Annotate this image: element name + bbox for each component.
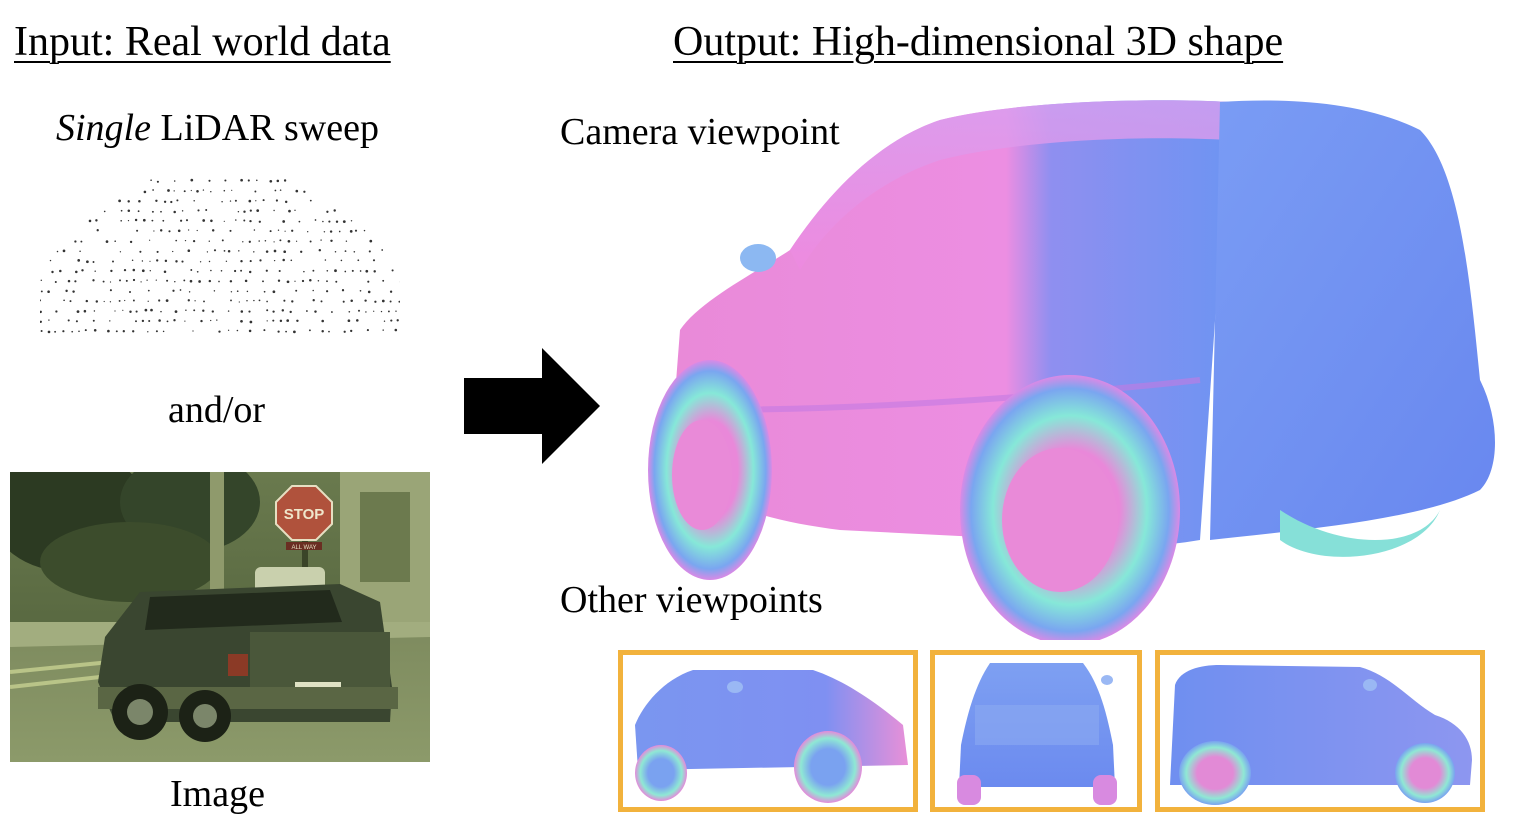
camera-view-render [640,80,1520,640]
right-arrow-icon [464,348,602,464]
lidar-caption: Single LiDAR sweep [56,106,379,150]
lidar-caption-rest: LiDAR sweep [150,107,379,149]
input-heading: Input: Real world data [14,19,391,65]
and-or-label: and/or [168,389,266,431]
input-photo: STOP ALL WAY [10,472,430,762]
viewpoint-panel-rear [930,650,1142,812]
other-viewpoints-label: Other viewpoints [560,579,823,621]
camera-viewpoint-label: Camera viewpoint [560,111,840,153]
output-heading: Output: High-dimensional 3D shape [673,19,1284,65]
viewpoint-panel-side-right [1155,650,1485,812]
stop-subsign-text: ALL WAY [291,545,316,551]
lidar-caption-italic: Single [56,107,151,149]
image-caption: Image [170,773,265,815]
lidar-point-cloud [40,160,400,360]
viewpoint-panel-side-left [618,650,918,812]
stop-sign-text: STOP [284,506,325,523]
